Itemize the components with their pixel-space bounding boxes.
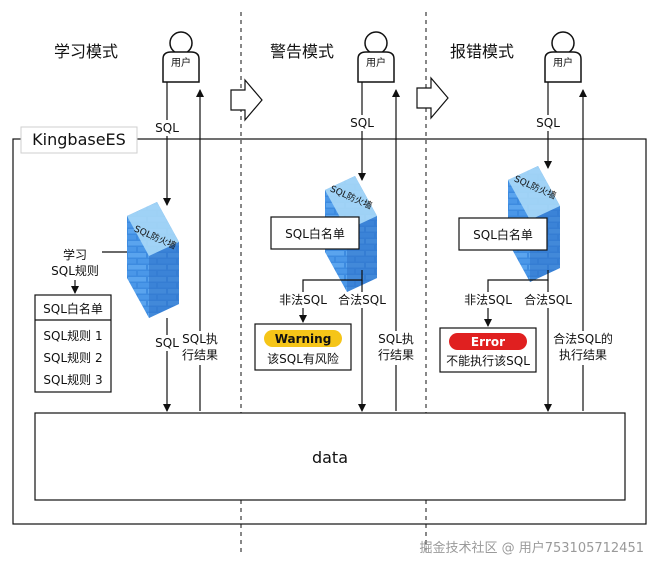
watermark: 掘金技术社区 @ 用户753105712451 [419, 540, 644, 556]
learning-result-bg [180, 331, 220, 365]
error-badge-label: Error [471, 335, 505, 349]
user-label: 用户 [553, 56, 573, 69]
mode-title-learning: 学习模式 [54, 42, 118, 61]
user-label: 用户 [366, 56, 386, 69]
warning-result-line2: 行结果 [378, 348, 414, 362]
error-result-bg [553, 331, 613, 365]
warning-badge [264, 330, 342, 347]
error-legal-bg [521, 292, 575, 308]
learning-whitelist-box [34, 294, 112, 393]
error-message: 不能执行该SQL [446, 354, 530, 368]
system-label: KingbaseES [32, 130, 126, 149]
warning-result-line1: SQL执 [378, 332, 414, 346]
user-icon [544, 31, 582, 83]
mode-title-error: 报错模式 [450, 42, 514, 61]
error-legal-label: 合法SQL [524, 292, 572, 307]
warning-illegal-bg [276, 292, 330, 308]
learning-learn-line1: 学习 [63, 247, 87, 262]
user-icon [357, 31, 395, 83]
learning-learn-line2: SQL规则 [51, 263, 99, 278]
warning-badge-label: Warning [275, 332, 332, 346]
data-label: data [312, 448, 348, 467]
warning-legal-label: 合法SQL [338, 292, 386, 307]
system-box [12, 138, 647, 525]
warning-sql-in-label: SQL [350, 116, 374, 130]
learning-result-line1: SQL执 [182, 332, 218, 346]
error-result-line1: 合法SQL的 [553, 331, 613, 346]
warning-message: 该SQL有风险 [267, 351, 339, 366]
error-result-line2: 执行结果 [559, 348, 607, 362]
error-badge [449, 333, 527, 350]
warning-illegal-label: 非法SQL [279, 293, 327, 307]
warning-whitelist-label: SQL白名单 [285, 226, 345, 241]
warning-legal-bg [335, 292, 389, 308]
learning-rule-1: SQL规则 1 [43, 328, 102, 343]
error-illegal-label: 非法SQL [464, 293, 512, 307]
mode-title-warning: 警告模式 [270, 42, 334, 61]
warning-sql-in-bg [345, 115, 379, 131]
firewall-icon-learning [127, 202, 179, 318]
learning-rule-2: SQL规则 2 [43, 350, 102, 365]
error-illegal-bg [461, 292, 515, 308]
user-label: 用户 [171, 56, 191, 69]
data-box [34, 412, 626, 501]
transition-arrow-2 [416, 76, 449, 120]
learning-learn-bg [46, 246, 102, 280]
system-label-box [20, 126, 138, 154]
learning-sql-in-label: SQL [155, 121, 179, 135]
learning-sql-down-bg [150, 335, 184, 351]
error-whitelist-label: SQL白名单 [473, 227, 533, 242]
learning-result-line2: 行结果 [182, 348, 218, 362]
warning-result-bg [376, 331, 416, 365]
learning-sql-down-label: SQL [155, 336, 179, 350]
error-sql-in-bg [531, 115, 565, 131]
learning-sql-in-bg [150, 120, 184, 136]
error-sql-in-label: SQL [536, 116, 560, 130]
user-icon [162, 31, 200, 83]
error-whitelist-box [458, 217, 548, 251]
learning-whitelist-header: SQL白名单 [43, 301, 103, 316]
learning-rule-3: SQL规则 3 [43, 372, 102, 387]
transition-arrow-1 [230, 78, 263, 122]
warning-whitelist-box [270, 216, 360, 250]
